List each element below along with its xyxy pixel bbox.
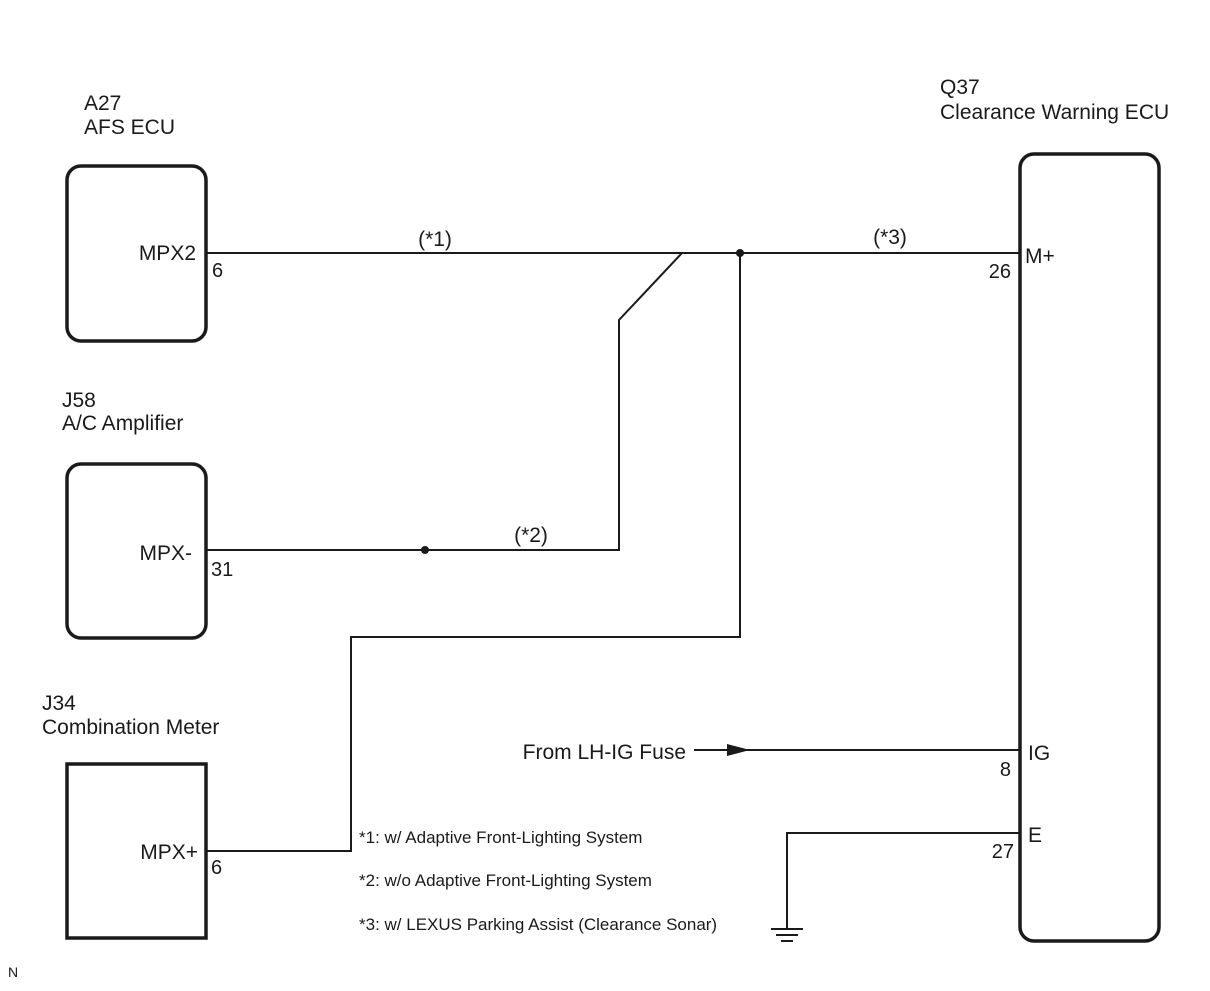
note-3: *3: w/ LEXUS Parking Assist (Clearance S… — [359, 915, 717, 934]
ig-source-label: From LH-IG Fuse — [523, 741, 686, 764]
combination-meter-pin-name: MPX+ — [140, 841, 198, 864]
afs-ecu-code: A27 — [84, 92, 121, 115]
ac-amplifier-pin-number: 31 — [211, 559, 233, 581]
wire-ground — [786, 832, 1020, 929]
clearance-warning-ecu-name: Clearance Warning ECU — [940, 101, 1169, 124]
ecu-pin-m-plus-name: M+ — [1025, 245, 1055, 268]
wire-mpx-plus-branch — [206, 253, 741, 852]
wire-label-1: (*1) — [418, 228, 452, 251]
ig-arrow-icon — [727, 744, 750, 756]
combination-meter-pin-number: 6 — [211, 857, 222, 879]
wire-mpx-minus-branch — [206, 252, 683, 551]
splice-point-mpx-minus-icon — [421, 546, 429, 554]
afs-ecu-pin-number: 6 — [212, 260, 223, 282]
ecu-pin-ig-number: 8 — [1000, 759, 1011, 781]
note-2: *2: w/o Adaptive Front-Lighting System — [359, 871, 652, 890]
ecu-pin-e-name: E — [1028, 824, 1042, 847]
ecu-pin-e-number: 27 — [992, 841, 1014, 863]
combination-meter-name: Combination Meter — [42, 716, 219, 739]
ac-amplifier-name: A/C Amplifier — [62, 412, 183, 435]
clearance-warning-ecu-code: Q37 — [940, 76, 980, 99]
note-1: *1: w/ Adaptive Front-Lighting System — [359, 828, 642, 847]
ecu-pin-ig-name: IG — [1028, 742, 1050, 765]
wire-label-3: (*3) — [873, 226, 907, 249]
clearance-warning-ecu-box — [1018, 152, 1161, 943]
wire-label-2: (*2) — [514, 524, 548, 547]
ground-icon — [771, 928, 803, 942]
ac-amplifier-code: J58 — [62, 389, 96, 412]
corner-mark: N — [8, 964, 18, 980]
combination-meter-box — [65, 762, 208, 940]
afs-ecu-name: AFS ECU — [84, 116, 175, 139]
ac-amplifier-pin-name: MPX- — [140, 542, 193, 565]
splice-point-m-plus-icon — [736, 249, 744, 257]
afs-ecu-pin-name: MPX2 — [139, 242, 196, 265]
ecu-pin-m-plus-number: 26 — [989, 261, 1011, 283]
combination-meter-code: J34 — [42, 692, 76, 715]
